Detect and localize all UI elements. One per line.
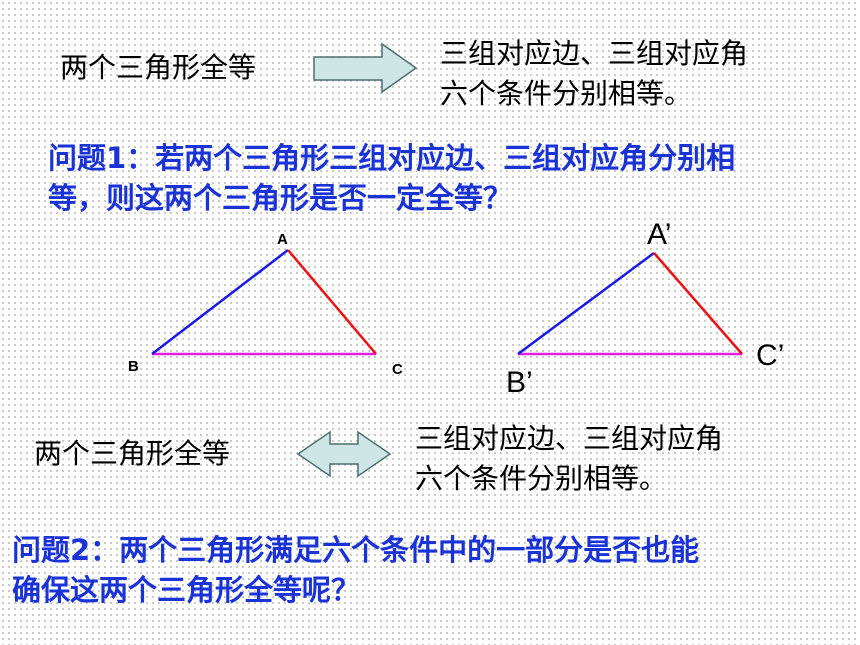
- double-arrow-icon: [296, 430, 392, 478]
- triangle-abc: A B C: [128, 231, 403, 378]
- statement-congruent-1: 两个三角形全等: [60, 51, 257, 84]
- edge-a-c-prime: [653, 252, 743, 355]
- vertex-label-a: A: [277, 231, 288, 248]
- condition-line-4: 六个条件分别相等。: [415, 462, 668, 495]
- right-arrow-icon: [313, 42, 418, 94]
- edge-ab: [151, 249, 289, 355]
- vertex-label-b-prime: B’: [506, 366, 533, 399]
- vertex-label-b: B: [128, 358, 139, 375]
- vertex-label-a-prime: A’: [647, 218, 671, 251]
- edge-ac: [287, 249, 377, 355]
- condition-line-1: 三组对应边、三组对应角: [440, 37, 749, 70]
- edge-a-b-prime: [517, 251, 655, 356]
- condition-line-2: 六个条件分别相等。: [440, 77, 693, 110]
- question2-line1: 问题2：两个三角形满足六个条件中的一部分是否也能: [12, 533, 700, 567]
- question2-line2: 确保这两个三角形全等呢？: [12, 573, 361, 607]
- condition-line-3: 三组对应边、三组对应角: [415, 422, 724, 455]
- vertex-label-c-prime: C’: [756, 339, 784, 372]
- question1-line2: 等，则这两个三角形是否一定全等？: [48, 181, 513, 215]
- vertex-label-c: C: [392, 361, 403, 378]
- statement-congruent-2: 两个三角形全等: [34, 437, 231, 470]
- triangle-a-b-c-prime: A’ B’ C’: [506, 218, 784, 399]
- question1-line1: 问题1：若两个三角形三组对应边、三组对应角分别相: [48, 141, 736, 175]
